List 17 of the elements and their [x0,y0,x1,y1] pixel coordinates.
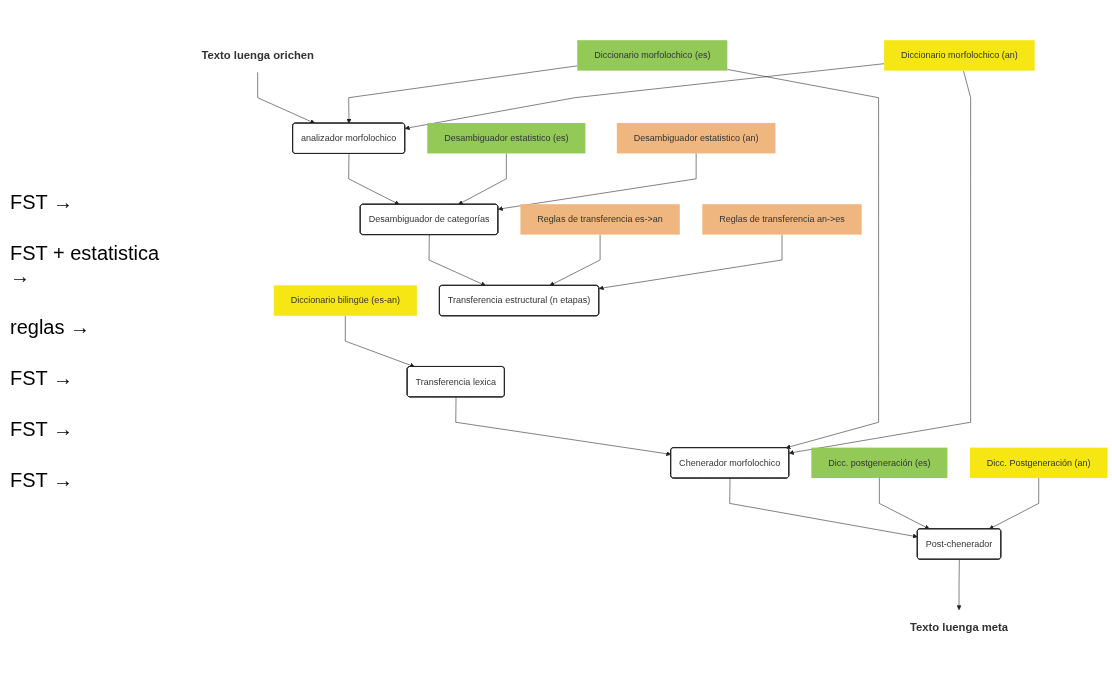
node-box: Dicc. postgeneración (es) [811,447,948,478]
node-box: Diccionario morfolochico (an) [884,40,1035,71]
note-text: reglas → [10,315,92,339]
node-box: Dicc. Postgeneración (an) [969,447,1108,478]
note-text: FST → [10,190,74,214]
node-box: Reglas de transferencia an->es [702,204,862,235]
note-text: FST → [10,366,74,390]
note-text: FST → [10,468,74,492]
node-box: Desambiguador estatistico (an) [616,122,776,154]
node-text: Texto luenga orichen [201,49,314,62]
node-box: Diccionario morfolochico (es) [577,40,728,71]
node-box: Reglas de transferencia es->an [520,204,680,235]
note-text: FST → [10,417,74,441]
node-box: Desambiguador estatistico (es) [427,122,586,154]
note-text: FST + estatistica → [10,241,161,288]
node-box: Diccionario bilingüe (es-an) [273,285,417,316]
node-text: Texto luenga meta [909,620,1009,633]
